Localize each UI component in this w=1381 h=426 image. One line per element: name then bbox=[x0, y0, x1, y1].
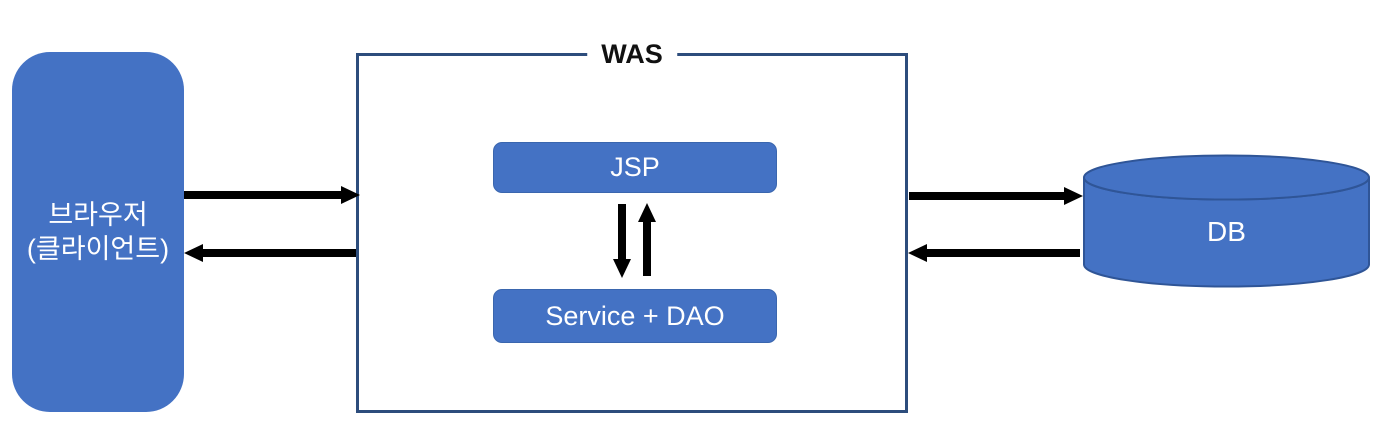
browser-client-label: 브라우저 (클라이언트) bbox=[27, 198, 169, 266]
browser-label-line1: 브라우저 bbox=[48, 200, 148, 230]
browser-client-node: 브라우저 (클라이언트) bbox=[12, 52, 184, 412]
database-cylinder-icon bbox=[1083, 154, 1370, 288]
arrow-was-to-browser bbox=[184, 244, 356, 262]
arrow-browser-to-was bbox=[184, 186, 360, 204]
service-dao-node: Service + DAO bbox=[493, 289, 777, 343]
db-label: DB bbox=[1207, 216, 1246, 247]
was-title: WAS bbox=[587, 39, 677, 69]
browser-label-line2: (클라이언트) bbox=[26, 234, 170, 264]
service-dao-label: Service + DAO bbox=[545, 300, 725, 331]
jsp-label: JSP bbox=[610, 152, 660, 182]
arrow-db-to-was bbox=[908, 244, 1080, 262]
db-node: DB bbox=[1082, 154, 1371, 288]
was-container: WAS bbox=[356, 39, 908, 413]
arrow-was-to-db bbox=[909, 187, 1083, 205]
jsp-node: JSP bbox=[493, 142, 777, 193]
